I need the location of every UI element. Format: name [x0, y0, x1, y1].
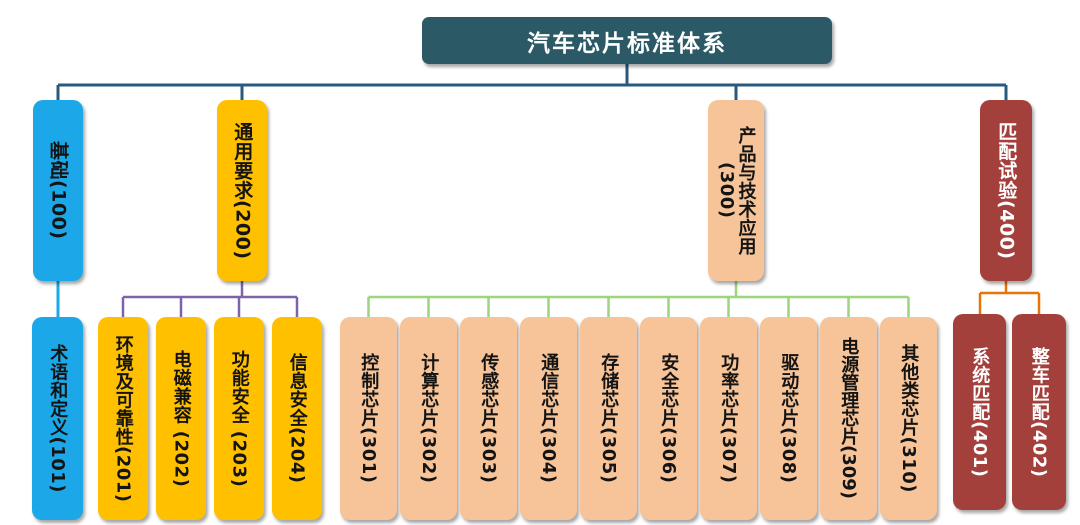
node-301: 控制芯片(301): [340, 317, 397, 520]
node-300-label-line2: (300): [716, 162, 737, 219]
connector-branch-200: [121, 281, 299, 317]
node-302-label: 计算芯片(302): [418, 353, 440, 484]
node-201: 环境及可靠性(201): [98, 317, 148, 520]
node-309-label: 电源管理芯片(309): [838, 337, 860, 500]
node-203: 功能安全 (203): [214, 317, 264, 520]
connector-branch-300: [367, 281, 910, 317]
node-303: 传感芯片(303): [460, 317, 517, 520]
node-402: 整车匹配(402): [1012, 314, 1066, 510]
node-303-label: 传感芯片(303): [478, 353, 500, 484]
node-301-label: 控制芯片(301): [358, 353, 380, 484]
node-305: 存储芯片(305): [580, 317, 637, 520]
node-305-label: 存储芯片(305): [598, 353, 620, 484]
node-100: 基础(100): [33, 100, 83, 281]
node-307: 功率芯片(307): [700, 317, 757, 520]
node-307-label: 功率芯片(307): [718, 353, 740, 484]
node-202: 电磁兼容 (202): [156, 317, 206, 520]
node-203-label: 功能安全 (203): [228, 349, 250, 488]
node-304: 通信芯片(304): [520, 317, 577, 520]
connector-main: [56, 64, 1008, 101]
node-204-label: 信息安全(204): [286, 353, 308, 484]
node-402-label: 整车匹配(402): [1028, 346, 1050, 478]
node-401: 系统匹配(401): [953, 314, 1006, 510]
node-401-label: 系统匹配(401): [969, 346, 991, 478]
node-310: 其他类芯片(310): [880, 317, 937, 520]
node-400: 匹配试验(400): [980, 100, 1032, 281]
node-root-label: 汽车芯片标准体系: [527, 30, 727, 57]
node-309: 电源管理芯片(309): [820, 317, 877, 520]
node-306: 安全芯片(306): [640, 317, 697, 520]
node-201-label: 环境及可靠性(201): [112, 334, 134, 503]
node-308: 驱动芯片(308): [760, 317, 817, 520]
node-400-label: 匹配试验(400): [995, 121, 1018, 260]
node-200: 通用要求(200): [217, 100, 267, 281]
node-204: 信息安全(204): [272, 317, 322, 520]
node-101: 术语和定义(101): [32, 317, 83, 520]
node-100-label: 基础(100): [47, 141, 70, 240]
node-101-label: 术语和定义(101): [47, 343, 69, 494]
node-306-label: 安全芯片(306): [658, 353, 680, 484]
node-root: 汽车芯片标准体系: [422, 17, 832, 64]
node-202-label: 电磁兼容 (202): [170, 349, 192, 488]
node-310-label: 其他类芯片(310): [898, 343, 920, 494]
node-304-label: 通信芯片(304): [538, 353, 560, 484]
connector-branch-400: [978, 281, 1041, 314]
node-302: 计算芯片(302): [400, 317, 457, 520]
node-200-label: 通用要求(200): [231, 121, 254, 260]
node-300: 产品与技术应用 (300): [708, 100, 764, 281]
node-308-label: 驱动芯片(308): [778, 353, 800, 484]
node-300-label-line1: 产品与技术应用: [735, 125, 757, 256]
